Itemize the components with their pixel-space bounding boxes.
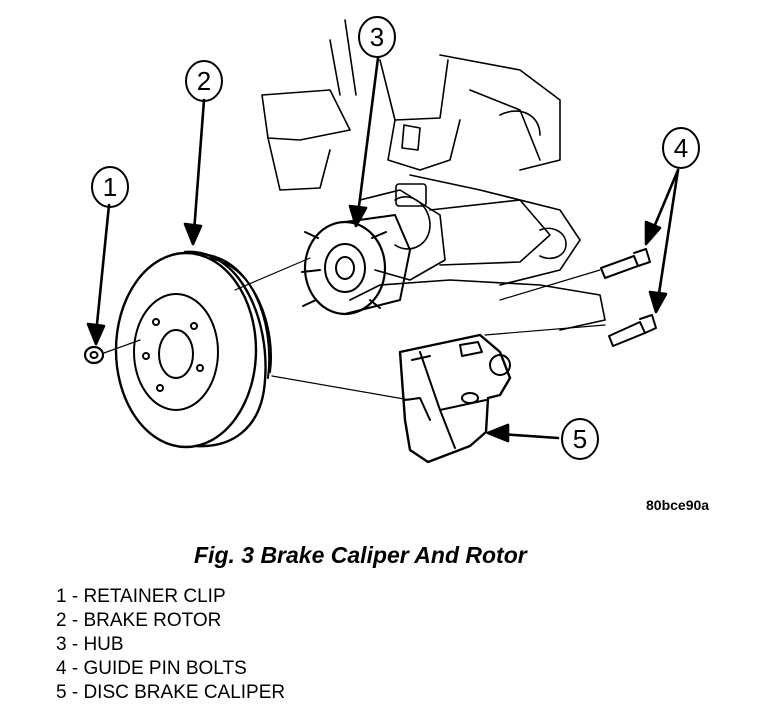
- callout-4-label: 4: [674, 133, 688, 163]
- arrow-4a: [650, 168, 680, 234]
- brake-rotor-shape: [114, 250, 272, 449]
- hub-assembly: [301, 214, 411, 316]
- callout-5-label: 5: [573, 424, 587, 454]
- suspension-background: [261, 19, 606, 331]
- callout-2-label: 2: [197, 66, 211, 96]
- arrow-5: [498, 432, 560, 440]
- guide-pin-bolt-upper: [600, 248, 651, 279]
- alignment-lines: [103, 257, 606, 401]
- legend-item: 4 - GUIDE PIN BOLTS: [56, 658, 247, 679]
- callout-4: 4: [662, 127, 700, 169]
- callout-3: 3: [358, 16, 396, 58]
- callout-1-label: 1: [103, 172, 117, 202]
- arrow-3: [356, 56, 380, 216]
- legend-list: 1 - RETAINER CLIP 2 - BRAKE ROTOR 3 - HU…: [56, 585, 285, 705]
- callout-1: 1: [91, 166, 129, 208]
- brake-assembly-diagram: 1 2 3 4 5: [83, 16, 700, 464]
- legend-item: 1 - RETAINER CLIP: [56, 586, 226, 607]
- callout-3-label: 3: [370, 22, 384, 52]
- figure-caption: Fig. 3 Brake Caliper And Rotor: [194, 542, 527, 568]
- arrow-4b: [656, 168, 680, 302]
- callout-2: 2: [185, 60, 223, 102]
- image-code: 80bce90a: [646, 497, 710, 513]
- retainer-clip-shape: [83, 345, 105, 365]
- arrow-1: [94, 203, 111, 336]
- disc-brake-caliper-shape: [398, 333, 512, 464]
- guide-pin-bolt-lower: [608, 314, 657, 347]
- legend-item: 3 - HUB: [56, 634, 124, 655]
- callout-5: 5: [561, 418, 599, 460]
- leader-arrows: [86, 56, 680, 443]
- arrow-2: [192, 98, 206, 234]
- legend-item: 2 - BRAKE ROTOR: [56, 610, 222, 631]
- legend-item: 5 - DISC BRAKE CALIPER: [56, 682, 286, 703]
